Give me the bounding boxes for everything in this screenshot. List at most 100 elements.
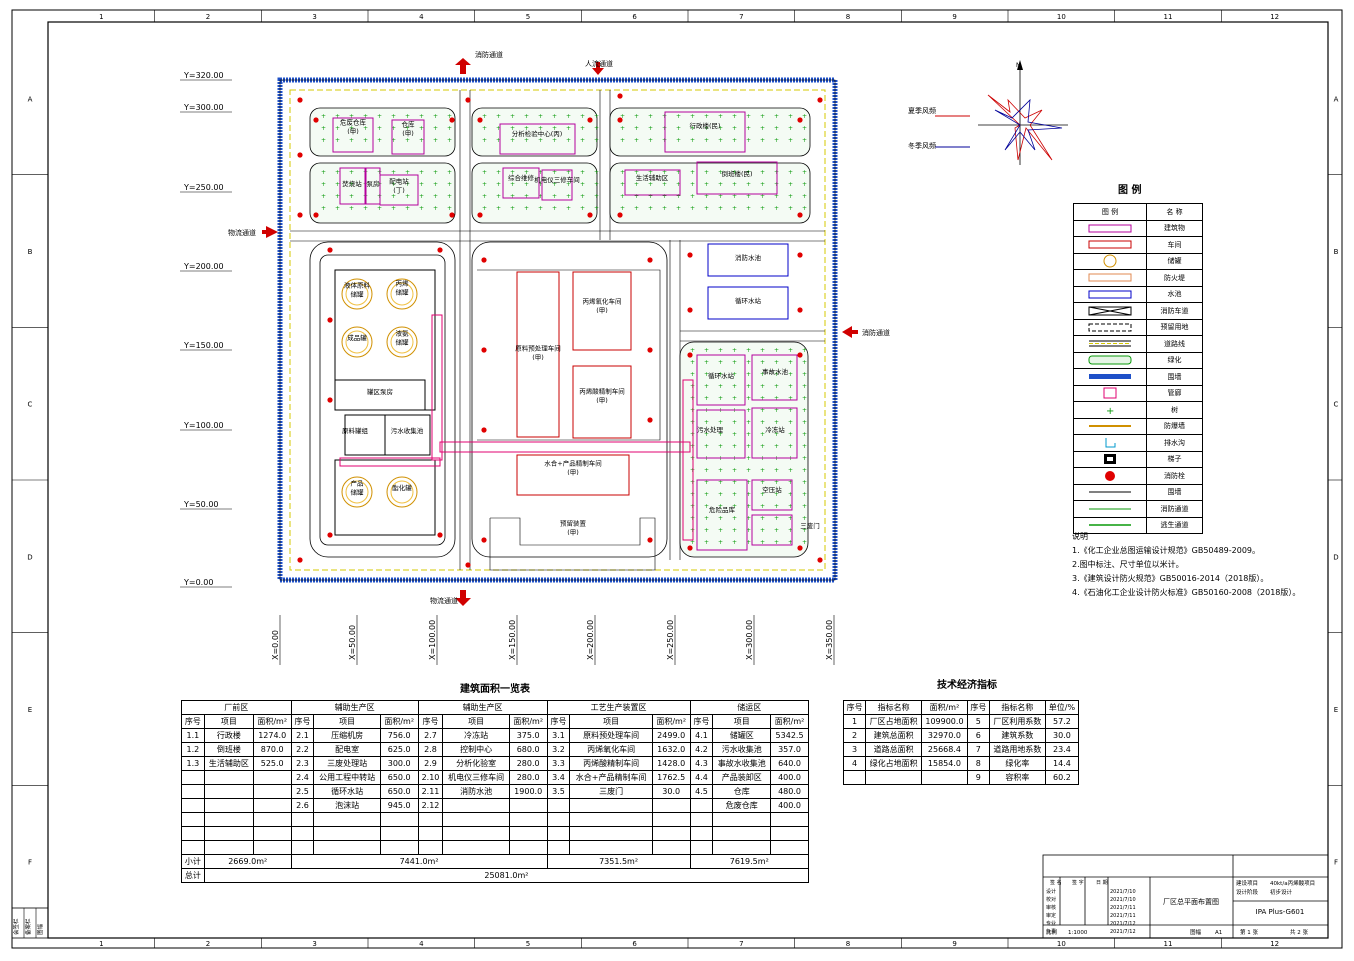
svg-text:+: + xyxy=(510,169,515,176)
building-label-t1: 储罐 xyxy=(351,290,365,299)
table-cell xyxy=(252,826,292,841)
svg-text:+: + xyxy=(704,503,709,510)
svg-text:+: + xyxy=(335,125,340,132)
svg-text:+: + xyxy=(802,125,807,132)
svg-text:+: + xyxy=(732,371,737,378)
table-cell: 400.0 xyxy=(770,770,809,785)
svg-text:+: + xyxy=(690,169,695,176)
table-cell: 30.0 xyxy=(1044,728,1080,743)
tank xyxy=(386,476,418,508)
svg-text:+: + xyxy=(788,431,793,438)
tank xyxy=(386,326,418,358)
grid-col-label: 6 xyxy=(632,940,637,948)
svg-text:+: + xyxy=(648,125,653,132)
svg-text:+: + xyxy=(718,359,723,366)
side-block xyxy=(11,907,49,939)
table-cell: 4.3 xyxy=(689,756,714,771)
svg-text:+: + xyxy=(419,205,424,212)
svg-text:+: + xyxy=(690,125,695,132)
svg-text:+: + xyxy=(802,527,807,534)
svg-text:+: + xyxy=(746,205,751,212)
svg-text:+: + xyxy=(802,205,807,212)
table-cell xyxy=(203,770,254,785)
svg-text:+: + xyxy=(788,503,793,510)
building-label-b20: (甲) xyxy=(567,469,579,477)
table-cell: 冷冻站 xyxy=(442,728,510,743)
pipe-rack xyxy=(339,314,694,541)
table-cell xyxy=(689,826,714,841)
firewall-icon xyxy=(1074,270,1147,286)
building-label-b20: 水合+产品精制车间 xyxy=(544,459,601,468)
building-label-b1: 危废仓库 xyxy=(340,118,367,127)
svg-text:+: + xyxy=(580,113,585,120)
svg-text:+: + xyxy=(704,467,709,474)
grid-row-label: E xyxy=(1334,706,1338,714)
legend-item: 绿化 xyxy=(1074,351,1202,368)
grid-col-label: 4 xyxy=(419,940,424,948)
svg-text:+: + xyxy=(718,443,723,450)
escape-route-icon xyxy=(1074,517,1147,533)
svg-text:+: + xyxy=(620,181,625,188)
table-cell: 水合+产品精制车间 xyxy=(569,770,653,785)
area-col-header: 项目 xyxy=(203,714,254,729)
table-cell xyxy=(865,770,923,785)
fire-route-icon xyxy=(1074,501,1147,517)
tech-col-header: 序号 xyxy=(966,700,990,715)
svg-text:+: + xyxy=(335,113,340,120)
svg-text:+: + xyxy=(566,113,571,120)
title-block-field: 建设项目 xyxy=(1236,879,1258,887)
svg-text:+: + xyxy=(510,193,515,200)
svg-text:+: + xyxy=(510,137,515,144)
table-cell: 2.4 xyxy=(290,770,315,785)
title-block-field: A1 xyxy=(1215,930,1222,936)
svg-text:+: + xyxy=(774,383,779,390)
svg-text:+: + xyxy=(510,113,515,120)
svg-text:+: + xyxy=(447,181,452,188)
table-cell: 丙烯酸精制车间 xyxy=(569,756,653,771)
hydrant-icon xyxy=(327,317,333,323)
table-cell xyxy=(712,826,772,841)
table-cell xyxy=(181,798,205,813)
svg-text:+: + xyxy=(718,371,723,378)
svg-text:+: + xyxy=(760,137,765,144)
table-cell: 2.7 xyxy=(417,728,444,743)
svg-text:+: + xyxy=(718,503,723,510)
table-cell: 3.3 xyxy=(546,756,571,771)
table-cell xyxy=(181,812,205,827)
road-icon xyxy=(1074,336,1147,352)
legend-item: 道路线 xyxy=(1074,335,1202,352)
legend-item: 储罐 xyxy=(1074,252,1202,269)
svg-text:人流通道: 人流通道 xyxy=(585,59,613,68)
svg-text:+: + xyxy=(447,113,452,120)
svg-text:+: + xyxy=(746,193,751,200)
svg-text:+: + xyxy=(482,181,487,188)
svg-text:+: + xyxy=(391,193,396,200)
fence-icon xyxy=(1074,484,1147,500)
svg-text:+: + xyxy=(391,125,396,132)
svg-text:+: + xyxy=(802,181,807,188)
table-cell xyxy=(770,812,809,827)
svg-text:+: + xyxy=(566,193,571,200)
table-cell: 3.2 xyxy=(546,742,571,757)
svg-text:+: + xyxy=(788,515,793,522)
svg-text:+: + xyxy=(419,137,424,144)
process-area-lines xyxy=(477,269,661,571)
grid-col-label: 10 xyxy=(1057,13,1066,21)
workshop-icon xyxy=(1074,237,1147,253)
building-labels: 危废仓库(甲)仓库(甲)焚烧站泵房配电站(丁)分析检验中心(丙)综合维修机电仪三… xyxy=(340,118,820,537)
svg-text:+: + xyxy=(760,539,765,546)
svg-text:+: + xyxy=(447,169,452,176)
hydrant-icon xyxy=(449,117,455,123)
hydrant-icon xyxy=(481,427,487,433)
grid-row-label: E xyxy=(28,706,32,714)
grid-row-label: A xyxy=(28,95,33,103)
table-cell: 14.4 xyxy=(1044,756,1080,771)
building-label-b4: 泵房 xyxy=(367,179,380,188)
svg-text:+: + xyxy=(690,347,695,354)
svg-text:+: + xyxy=(391,113,396,120)
gate-arrows: 消防通道 人流通道 物流通道 消防通道 物流通道 xyxy=(228,50,890,606)
tank xyxy=(341,476,373,508)
svg-text:+: + xyxy=(802,539,807,546)
svg-text:+: + xyxy=(746,455,751,462)
